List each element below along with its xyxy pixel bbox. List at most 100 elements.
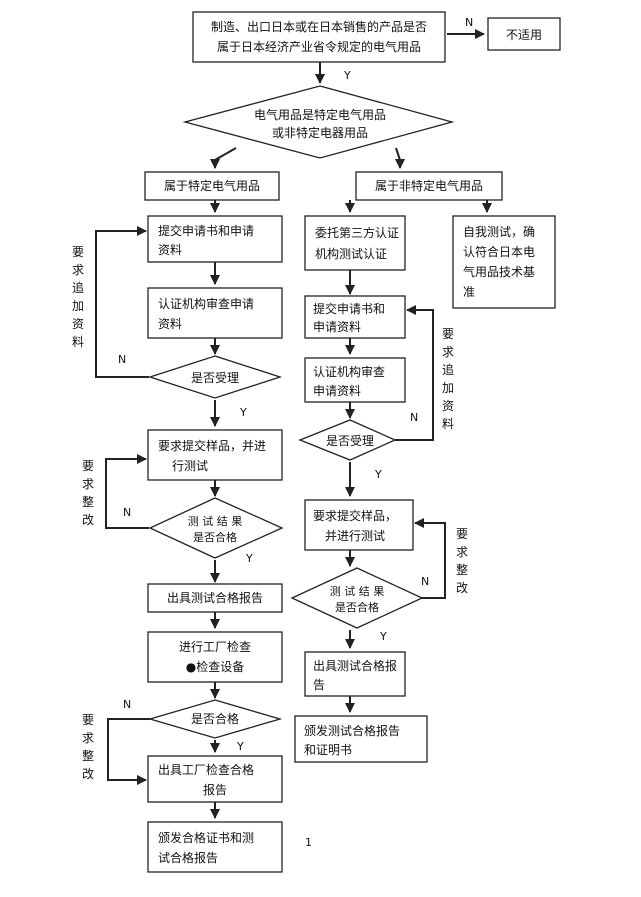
- side-note-char: 追: [72, 280, 84, 295]
- side-note-char: 追: [442, 362, 454, 377]
- left-review-text-2: 资料: [158, 317, 182, 331]
- left-result-text-1: 测 试 结 果: [188, 515, 243, 528]
- side-note-char: 资: [442, 399, 454, 413]
- side-note-char: 改: [82, 513, 94, 527]
- side-note-char: 整: [456, 562, 468, 577]
- middle-report-text-2: 告: [313, 678, 325, 692]
- label-n-left-pass: N: [123, 698, 131, 711]
- side-note-char: 要: [442, 327, 454, 341]
- side-note-char: 求: [442, 345, 454, 359]
- left-sample-node: 要求提交样品，并进 行测试: [147, 429, 283, 481]
- middle-review-text-2: 申请资料: [313, 384, 361, 398]
- label-y-start: Y: [343, 69, 351, 82]
- side-note-char: 求: [456, 545, 468, 559]
- left-sample-text-2: 行测试: [172, 458, 208, 473]
- specific-branch-node: 属于特定电气用品: [144, 171, 280, 201]
- middle-submit-text-1: 提交申请书和: [313, 301, 385, 316]
- self-test-text-2: 认符合日本电: [463, 244, 535, 259]
- left-factory-text-1: 进行工厂检查: [179, 639, 251, 654]
- left-review-node: 认证机构审查申请 资料: [147, 287, 283, 339]
- middle-submit-text-2: 申请资料: [313, 320, 361, 334]
- left-review-text-1: 认证机构审查申请: [158, 296, 254, 311]
- self-test-text-3: 气用品技术基: [463, 264, 535, 279]
- side-note-char: 加: [442, 381, 454, 395]
- side-note-char: 要: [82, 713, 94, 727]
- self-test-node: 自我测试，确 认符合日本电 气用品技术基 准: [452, 215, 556, 309]
- side-note-middle-fix: 要 求 整 改: [456, 527, 468, 595]
- label-y-middle-accept: Y: [374, 468, 382, 481]
- label-y-left-pass: Y: [236, 740, 244, 753]
- middle-report-node: 出具测试合格报 告: [304, 651, 406, 697]
- side-note-char: 求: [72, 263, 84, 277]
- left-submit-text-1: 提交申请书和申请: [158, 223, 254, 238]
- entrust-node: 委托第三方认证 机构测试认证: [304, 215, 406, 271]
- middle-submit-node: 提交申请书和 申请资料: [304, 295, 406, 339]
- side-note-left-fix-2: 要 求 整 改: [82, 713, 94, 781]
- side-note-char: 要: [456, 527, 468, 541]
- label-n-start: N: [465, 16, 473, 29]
- side-note-char: 要: [82, 459, 94, 473]
- side-note-char: 整: [82, 494, 94, 509]
- entrust-text-1: 委托第三方认证: [315, 225, 399, 240]
- start-node: 制造、出口日本或在日本销售的产品是否 属于日本经济产业省令规定的电气用品: [192, 11, 446, 63]
- left-submit-node: 提交申请书和申请 资料: [147, 215, 283, 263]
- side-note-char: 整: [82, 748, 94, 763]
- self-test-text-1: 自我测试，确: [463, 224, 535, 239]
- label-y-left-result: Y: [245, 552, 253, 565]
- left-report-node: 出具测试合格报告: [147, 583, 283, 613]
- side-note-char: 料: [442, 417, 454, 431]
- left-factory-report-text-1: 出具工厂检查合格: [158, 762, 254, 777]
- branch-labels: N Y N Y N Y N Y N Y N Y: [118, 16, 473, 753]
- middle-review-node: 认证机构审查 申请资料: [304, 357, 406, 403]
- side-note-middle-more-info: 要 求 追 加 资 料: [442, 327, 454, 431]
- middle-report-text-1: 出具测试合格报: [313, 658, 397, 673]
- type-decision-text-2: 或非特定电器用品: [272, 125, 368, 140]
- left-pass-decision: 是否合格: [147, 699, 283, 739]
- not-applicable-text: 不适用: [506, 28, 542, 42]
- side-note-char: 求: [82, 731, 94, 745]
- left-sample-text-1: 要求提交样品，并进: [158, 438, 266, 453]
- self-test-text-4: 准: [463, 285, 475, 299]
- not-applicable-node: 不适用: [487, 17, 561, 51]
- left-factory-report-text-2: 报告: [203, 782, 227, 797]
- left-accept-text: 是否受理: [191, 371, 239, 385]
- middle-accept-decision: 是否受理: [298, 419, 397, 461]
- middle-sample-text-1: 要求提交样品，: [313, 508, 397, 523]
- label-n-middle-result: N: [421, 575, 429, 588]
- nonspecific-branch-text: 属于非特定电气用品: [375, 178, 483, 193]
- left-result-decision: 测 试 结 果 是否合格: [148, 497, 284, 559]
- connectors: [95, 29, 492, 819]
- middle-issue-text-1: 颁发测试合格报告: [304, 723, 400, 738]
- side-note-char: 加: [72, 299, 84, 313]
- label-y-left-accept: Y: [239, 406, 247, 419]
- middle-result-text-2: 是否合格: [335, 600, 379, 614]
- start-text-2: 属于日本经济产业省令规定的电气用品: [217, 39, 421, 54]
- left-issue-text-1: 颁发合格证书和测: [158, 830, 254, 845]
- middle-issue-node: 颁发测试合格报告 和证明书: [294, 715, 428, 763]
- side-note-char: 要: [72, 245, 84, 259]
- side-note-left-more-info: 要 求 追 加 资 料: [72, 245, 84, 349]
- label-y-middle-result: Y: [379, 630, 387, 643]
- side-note-left-fix-1: 要 求 整 改: [82, 459, 94, 527]
- page-number: 1: [305, 836, 312, 849]
- type-decision-text-1: 电气用品是特定电气用品: [254, 107, 386, 122]
- left-submit-text-2: 资料: [158, 243, 182, 257]
- specific-branch-text: 属于特定电气用品: [164, 178, 260, 193]
- label-n-left-accept: N: [118, 353, 126, 366]
- left-factory-report-node: 出具工厂检查合格 报告: [147, 755, 283, 803]
- entrust-text-2: 机构测试认证: [315, 246, 387, 261]
- middle-accept-text: 是否受理: [326, 434, 374, 448]
- left-issue-text-2: 试合格报告: [158, 850, 218, 865]
- middle-sample-text-2: 并进行测试: [325, 528, 385, 543]
- left-report-text: 出具测试合格报告: [167, 590, 263, 605]
- left-issue-node: 颁发合格证书和测 试合格报告: [147, 821, 283, 873]
- middle-result-decision: 测 试 结 果 是否合格: [290, 567, 424, 629]
- left-factory-node: 进行工厂检查 ●检查设备: [147, 631, 283, 683]
- left-factory-text-2: ●检查设备: [186, 659, 244, 674]
- side-note-char: 改: [82, 767, 94, 781]
- label-n-left-result: N: [123, 506, 131, 519]
- middle-issue-text-2: 和证明书: [304, 743, 352, 757]
- side-note-char: 料: [72, 335, 84, 349]
- middle-sample-node: 要求提交样品， 并进行测试: [304, 499, 414, 551]
